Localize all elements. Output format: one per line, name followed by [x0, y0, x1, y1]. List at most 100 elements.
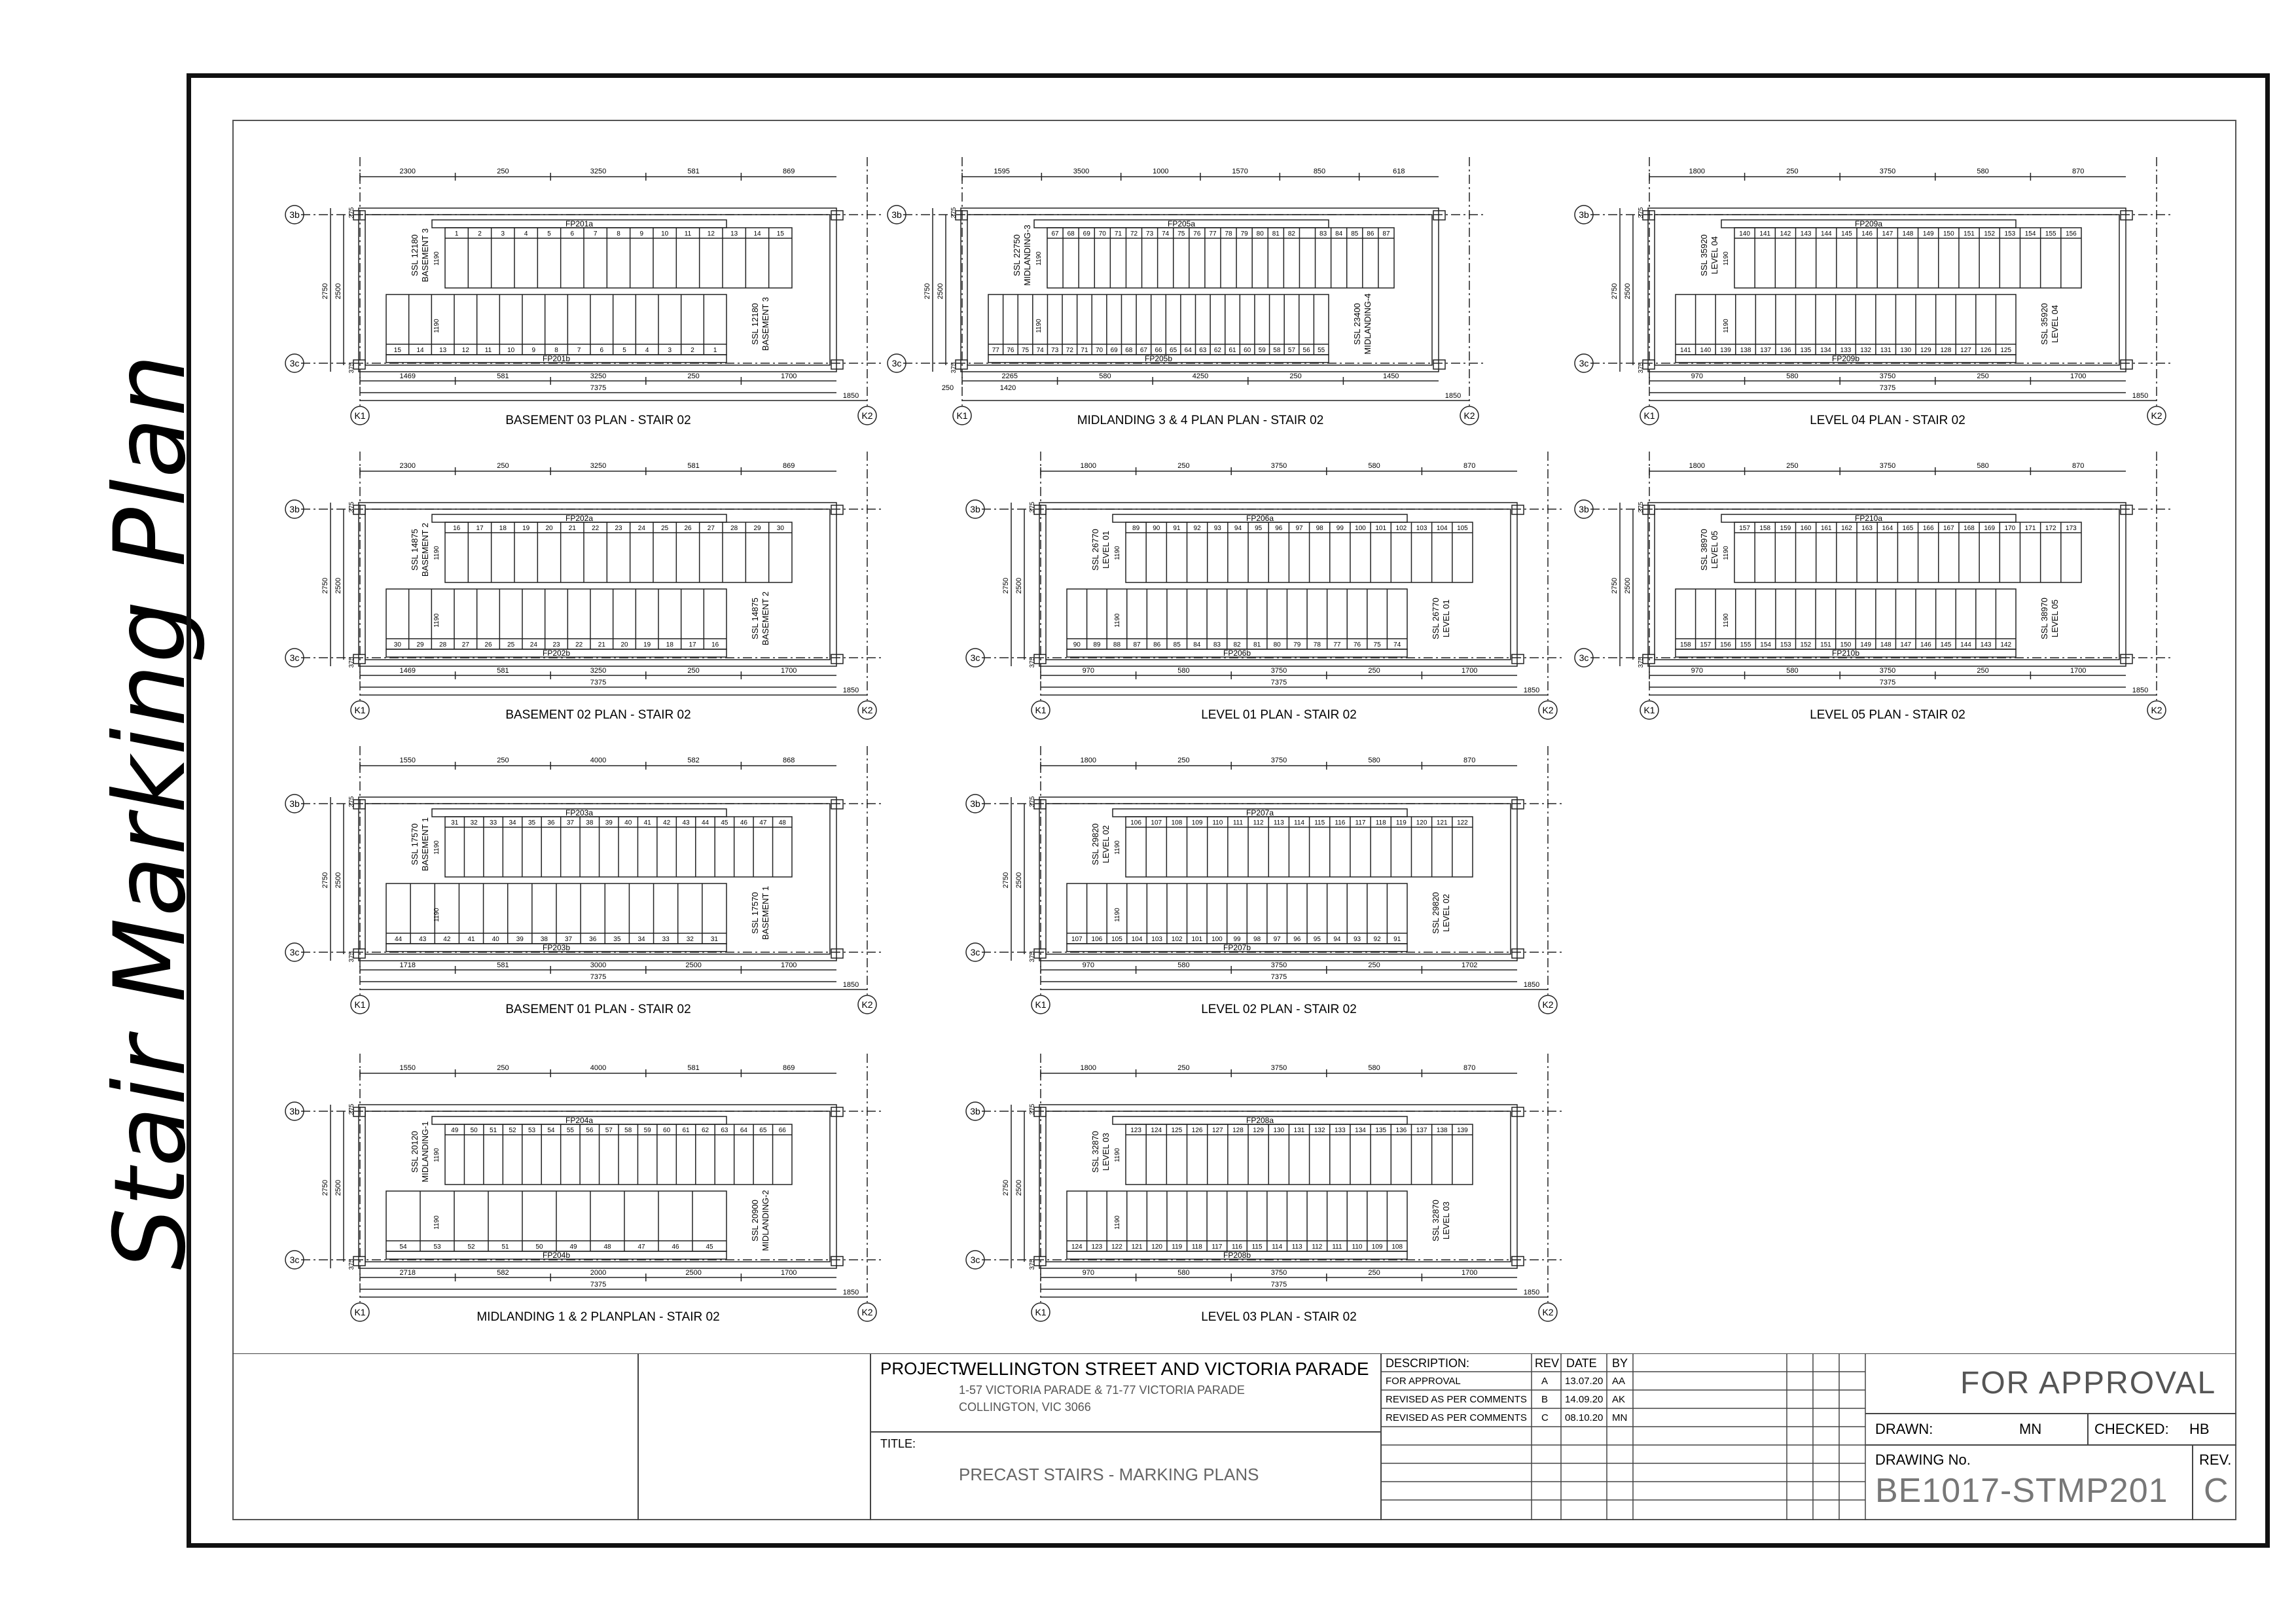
step-number-top: 78: [1225, 230, 1232, 238]
plan-linework: [285, 1054, 884, 1322]
landing-tag-top: FP208a: [1246, 1116, 1274, 1125]
landing-tag-top: FP201a: [565, 219, 593, 228]
step-number-bottom: 77: [1333, 641, 1341, 649]
step-number-bottom: 79: [1293, 641, 1301, 649]
step-number-bottom: 53: [433, 1243, 441, 1251]
step-number-top: 34: [509, 819, 516, 827]
dimension-value-bottom: 3000: [590, 961, 606, 969]
step-number-top: 133: [1335, 1127, 1346, 1134]
step-number-bottom: 147: [1900, 641, 1911, 649]
step-number-top: 5: [547, 230, 551, 238]
page-title-area: Stair Marking Plan: [0, 0, 207, 1623]
step-number-top: 86: [1367, 230, 1374, 238]
column-bottom-right: [831, 1256, 844, 1266]
step-number-bottom: 140: [1700, 347, 1712, 354]
grid-bubble-right: [1538, 1302, 1558, 1322]
step-number-bottom: 68: [1125, 347, 1133, 354]
landing-tag-bottom: FP208b: [1223, 1251, 1251, 1260]
column-top-left: [1033, 505, 1047, 515]
step-number-top: 122: [1457, 819, 1468, 827]
plan-caption: LEVEL 01 PLAN - STAIR 02: [1201, 708, 1357, 722]
landing-tag-top: FP204a: [565, 1116, 593, 1125]
column-bottom-right: [2120, 654, 2133, 664]
dimension-value-top: 1570: [1232, 168, 1247, 175]
dimension-overall: 1850: [843, 981, 859, 989]
step-number-top: 55: [567, 1127, 575, 1134]
dimension-value-left: 2750: [321, 578, 329, 594]
step-number-top: 97: [1295, 525, 1303, 532]
grid-bubble-left-label: K1: [1035, 999, 1046, 1010]
step-number-bottom: 129: [1920, 347, 1931, 354]
dimension-value-top: 580: [1368, 757, 1380, 764]
step-number-top: 91: [1173, 525, 1181, 532]
grid-bubble-left: [1640, 700, 1659, 720]
revision-c-rev: C: [1541, 1412, 1549, 1423]
step-number-bottom: 112: [1312, 1243, 1322, 1251]
landing-tag-top: FP203a: [565, 808, 593, 817]
step-number-bottom: 66: [1155, 347, 1162, 354]
dimension-value-bottom: 250: [1368, 961, 1380, 969]
step-number-bottom: 82: [1233, 641, 1241, 649]
ssl-level-bottom: SSL 29820: [1431, 892, 1441, 934]
dimension-overall: 1850: [2132, 687, 2148, 694]
dimension-value-left: 1190: [433, 613, 440, 628]
dimension-overall: 1850: [843, 392, 859, 400]
step-number-top: 25: [661, 525, 669, 532]
drawn-value: MN: [2019, 1421, 2042, 1437]
dimension-value-bottom: 1700: [781, 961, 797, 969]
dimension-value-bottom: 1702: [1462, 961, 1477, 969]
step-number-bottom: 139: [1720, 347, 1731, 354]
revision-a-date: 13.07.20: [1565, 1376, 1604, 1387]
step-number-bottom: 35: [613, 936, 621, 943]
step-number-top: 147: [1882, 230, 1893, 238]
dimension-value-bottom: 1469: [400, 372, 416, 380]
dimension-total: 7375: [590, 973, 606, 981]
checked-value: HB: [2189, 1421, 2210, 1437]
dimension-total: 7375: [1271, 1281, 1287, 1289]
dimension-value-left: 1190: [1723, 319, 1730, 333]
grid-bubble-bottom-label: 3c: [290, 652, 300, 663]
step-number-top: 108: [1172, 819, 1183, 827]
dimension-value-bottom: 1700: [781, 667, 797, 675]
step-number-top: 128: [1232, 1127, 1244, 1134]
step-number-top: 4: [524, 230, 528, 238]
dimension-total: 7375: [590, 679, 606, 687]
landing-tag-bottom: FP206b: [1223, 649, 1251, 658]
grid-bubble-right-label: K2: [861, 999, 872, 1010]
ssl-level-bottom-name: LEVEL 03: [1441, 1202, 1451, 1240]
step-number-top: 67: [1051, 230, 1059, 238]
column-bottom-right: [1511, 1256, 1524, 1266]
column-bottom-right: [831, 359, 844, 370]
dimension-value-left: 375: [1029, 501, 1036, 512]
drawing-title: PRECAST STAIRS - MARKING PLANS: [959, 1465, 1259, 1484]
grid-bubble-left-label: K1: [956, 410, 967, 421]
grid-bubble-right-label: K2: [1542, 1307, 1553, 1317]
column-top-left: [353, 1107, 366, 1117]
plan-caption: LEVEL 05 PLAN - STAIR 02: [1810, 708, 1965, 722]
step-number-bottom: 92: [1374, 936, 1382, 943]
step-number-bottom: 3: [668, 347, 672, 354]
step-number-top: 131: [1294, 1127, 1305, 1134]
ssl-level-top-name: BASEMENT 2: [420, 523, 430, 577]
dimension-value-left: 1190: [1114, 1215, 1121, 1230]
grid-bubble-left-label: K1: [354, 410, 365, 421]
column-bottom-left: [353, 1256, 366, 1266]
step-number-top: 141: [1759, 230, 1770, 238]
step-number-bottom: 157: [1700, 641, 1712, 649]
step-number-top: 154: [2025, 230, 2036, 238]
stair-core-inner: [1654, 214, 2120, 366]
dimension-value-top: 1800: [1689, 168, 1705, 175]
dimension-value-bottom: 580: [1177, 1269, 1189, 1277]
dimension-value-top: 1800: [1081, 757, 1096, 764]
step-number-top: 161: [1821, 525, 1832, 532]
grid-bubble-top: [965, 1101, 985, 1121]
step-number-top: 65: [759, 1127, 767, 1134]
dimension-value-left: 2750: [1611, 283, 1619, 299]
dimension-value-bottom: 4250: [1193, 372, 1208, 380]
dimension-value-left: 375: [348, 1258, 355, 1270]
ssl-level-bottom: SSL 23400: [1352, 303, 1362, 345]
dimension-value-bottom: 3750: [1880, 372, 1895, 380]
column-top-right: [2120, 210, 2133, 221]
step-number-bottom: 153: [1780, 641, 1791, 649]
